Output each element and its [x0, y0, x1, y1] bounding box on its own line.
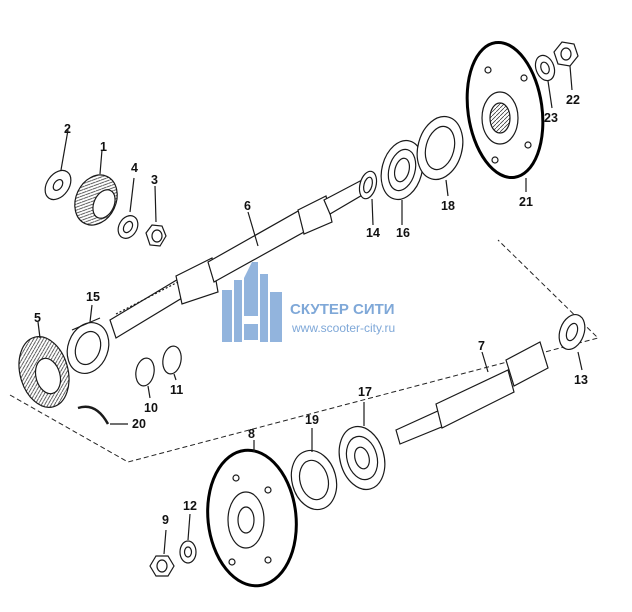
label-11: 11 — [170, 383, 183, 397]
label-19: 19 — [305, 413, 319, 427]
part-21-flange — [465, 40, 545, 192]
part-labels: 1 2 3 4 5 6 7 8 9 10 11 12 13 14 15 16 1… — [34, 93, 588, 527]
assembly-boundary — [9, 239, 599, 463]
part-14-washer — [358, 170, 378, 226]
watermark: СКУТЕР СИТИ www.scooter-city.ru — [222, 262, 395, 342]
part-11-circlip — [162, 345, 182, 381]
label-6: 6 — [244, 199, 251, 213]
part-19-seal — [290, 428, 338, 511]
label-1: 1 — [100, 140, 107, 154]
part-22-nut — [553, 41, 579, 91]
label-12: 12 — [183, 499, 197, 513]
part-1-bevel-gear — [74, 149, 118, 226]
watermark-url: www.scooter-city.ru — [291, 321, 395, 335]
label-16: 16 — [396, 226, 410, 240]
watermark-brand: СКУТЕР СИТИ — [290, 301, 395, 318]
part-3-nut — [145, 185, 167, 247]
label-4: 4 — [131, 161, 138, 175]
part-13-washer — [558, 313, 586, 371]
city-skyline-logo — [222, 262, 282, 342]
part-18-seal — [416, 115, 464, 197]
label-23: 23 — [544, 111, 558, 125]
part-9-nut — [149, 529, 175, 577]
label-14: 14 — [366, 226, 380, 240]
label-17: 17 — [358, 385, 372, 399]
part-4-washer — [117, 177, 139, 239]
label-20: 20 — [132, 417, 146, 431]
part-10-circlip — [135, 357, 155, 399]
label-18: 18 — [441, 199, 455, 213]
label-5: 5 — [34, 311, 41, 325]
label-13: 13 — [574, 373, 588, 387]
part-17-bearing — [338, 402, 386, 491]
part-23-washer — [534, 54, 556, 109]
part-5-bevel-gear — [18, 321, 70, 408]
label-3: 3 — [151, 173, 158, 187]
part-8-flange — [206, 440, 298, 588]
part-2-washer — [44, 129, 72, 201]
part-12-washer — [179, 513, 197, 564]
label-15: 15 — [86, 290, 100, 304]
label-22: 22 — [566, 93, 580, 107]
part-6-drive-shaft — [109, 179, 365, 339]
label-8: 8 — [248, 427, 255, 441]
part-16-bearing — [380, 139, 424, 225]
part-20-clip — [77, 405, 128, 425]
label-2: 2 — [64, 122, 71, 136]
label-9: 9 — [162, 513, 169, 527]
label-7: 7 — [478, 339, 485, 353]
part-7-output-shaft — [395, 341, 549, 445]
label-10: 10 — [144, 401, 158, 415]
part-15-needle-bearing — [66, 304, 110, 374]
label-21: 21 — [519, 195, 533, 209]
